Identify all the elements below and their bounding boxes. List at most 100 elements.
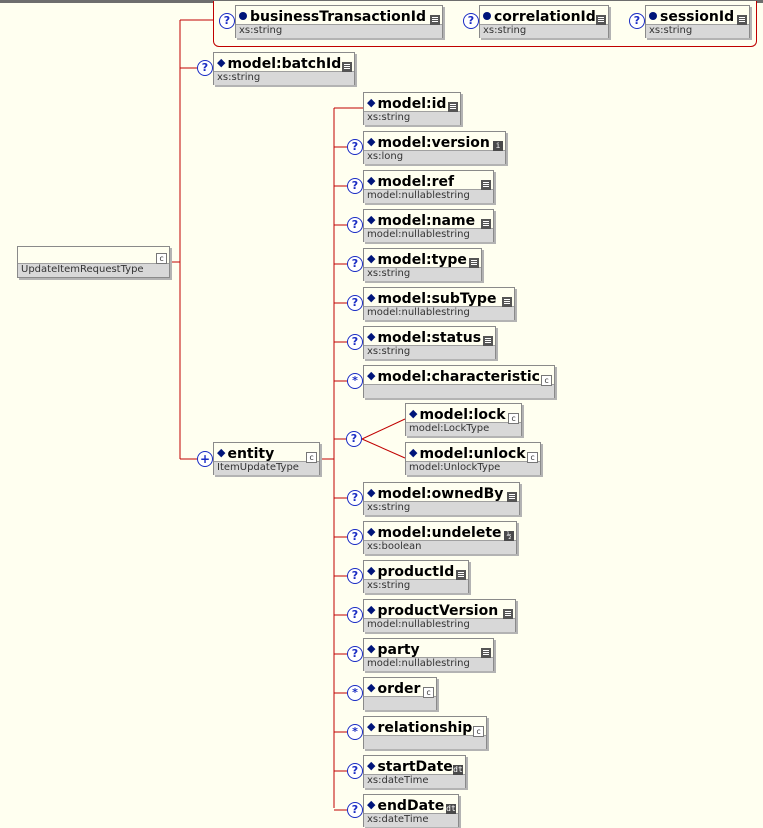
attr-cardinality-2: ? xyxy=(463,13,479,29)
connector-line xyxy=(361,438,406,459)
simple-type-icon xyxy=(456,570,466,580)
element-diamond-icon: ◆ xyxy=(367,213,376,226)
element-diamond-icon: ◆ xyxy=(367,486,376,499)
simple-type-icon xyxy=(430,15,440,25)
simple-type-icon xyxy=(737,15,747,25)
attribute-dot-icon xyxy=(239,12,247,20)
complex-type-icon: c xyxy=(306,452,317,463)
element-cardinality: ? xyxy=(347,295,363,311)
simple-type-icon xyxy=(507,492,517,502)
element-diamond-icon: ◆ xyxy=(367,681,376,694)
element-cardinality: ? xyxy=(347,139,363,155)
element-cardinality: ? xyxy=(347,490,363,506)
element-cardinality: * xyxy=(347,373,363,389)
element-diamond-icon: ◆ xyxy=(367,603,376,616)
simple-type-icon xyxy=(481,648,491,658)
element-cardinality: ? xyxy=(347,568,363,584)
simple-type-icon xyxy=(448,102,458,112)
simple-type-icon xyxy=(481,180,491,190)
element-diamond-icon: ◆ xyxy=(367,525,376,538)
element-entity[interactable]: ◆entity ItemUpdateType c xyxy=(213,442,320,475)
simple-type-icon xyxy=(481,219,491,229)
element-cardinality: ? xyxy=(347,529,363,545)
element-lock[interactable]: ◆model:lock model:LockType c xyxy=(405,403,522,436)
simple-type-icon xyxy=(483,336,493,346)
element-cardinality: ? xyxy=(347,256,363,272)
element-cardinality: ? xyxy=(347,607,363,623)
simple-type-icon xyxy=(503,609,513,619)
datetime-type-icon: dt xyxy=(453,765,463,775)
datetime-type-icon: dt xyxy=(446,804,456,814)
element-diamond-icon: ◆ xyxy=(367,96,376,109)
element-diamond-icon: ◆ xyxy=(367,759,376,772)
element-diamond-icon: ◆ xyxy=(409,446,418,459)
entity-sequence-icon: + xyxy=(197,451,213,467)
element-diamond-icon: ◆ xyxy=(217,56,226,69)
attribute-dot-icon xyxy=(483,12,491,20)
element-diamond-icon: ◆ xyxy=(367,291,376,304)
element-diamond-icon: ◆ xyxy=(367,642,376,655)
element-diamond-icon: ◆ xyxy=(217,446,226,459)
simple-type-icon xyxy=(502,297,512,307)
element-cardinality: ? xyxy=(347,763,363,779)
element-diamond-icon: ◆ xyxy=(367,174,376,187)
complex-type-icon: c xyxy=(423,687,434,698)
complex-type-icon: c xyxy=(508,413,519,424)
attribute-sessionId[interactable]: sessionId xs:string xyxy=(645,5,750,38)
element-diamond-icon: ◆ xyxy=(367,798,376,811)
element-diamond-icon: ◆ xyxy=(367,369,376,382)
element-diamond-icon: ◆ xyxy=(409,407,418,420)
element-cardinality: ? xyxy=(347,178,363,194)
simple-type-icon xyxy=(342,62,352,72)
integer-type-icon: i xyxy=(493,141,503,151)
element-cardinality: * xyxy=(347,685,363,701)
element-cardinality: ? xyxy=(347,334,363,350)
element-diamond-icon: ◆ xyxy=(367,135,376,148)
element-cardinality: ? xyxy=(347,802,363,818)
complex-type-icon: c xyxy=(156,253,167,264)
element-diamond-icon: ◆ xyxy=(367,330,376,343)
root-type-node[interactable]: UpdateItemRequestType c xyxy=(17,246,170,278)
attr-cardinality-3: ? xyxy=(629,13,645,29)
attribute-correlationId[interactable]: correlationId xs:string xyxy=(479,5,609,38)
connector-line xyxy=(361,418,406,440)
element-batchId[interactable]: ◆model:batchId xs:string xyxy=(213,52,355,85)
attribute-dot-icon xyxy=(649,12,657,20)
batch-cardinality: ? xyxy=(197,60,213,76)
complex-type-icon: c xyxy=(473,726,484,737)
simple-type-icon xyxy=(596,15,606,25)
complex-type-icon: c xyxy=(527,452,538,463)
attr-cardinality-1: ? xyxy=(219,13,235,29)
boolean-type-icon: ½ xyxy=(504,531,514,541)
element-unlock[interactable]: ◆model:unlock model:UnlockType c xyxy=(405,442,541,475)
element-cardinality: * xyxy=(347,724,363,740)
element-diamond-icon: ◆ xyxy=(367,252,376,265)
element-cardinality: ? xyxy=(347,646,363,662)
attribute-businessTransactionId[interactable]: businessTransactionId xs:string xyxy=(235,5,443,38)
element-diamond-icon: ◆ xyxy=(367,720,376,733)
element-cardinality: ? xyxy=(347,217,363,233)
choice-cardinality: ? xyxy=(346,431,362,447)
element-diamond-icon: ◆ xyxy=(367,564,376,577)
complex-type-icon: c xyxy=(541,375,552,386)
simple-type-icon xyxy=(469,258,479,268)
